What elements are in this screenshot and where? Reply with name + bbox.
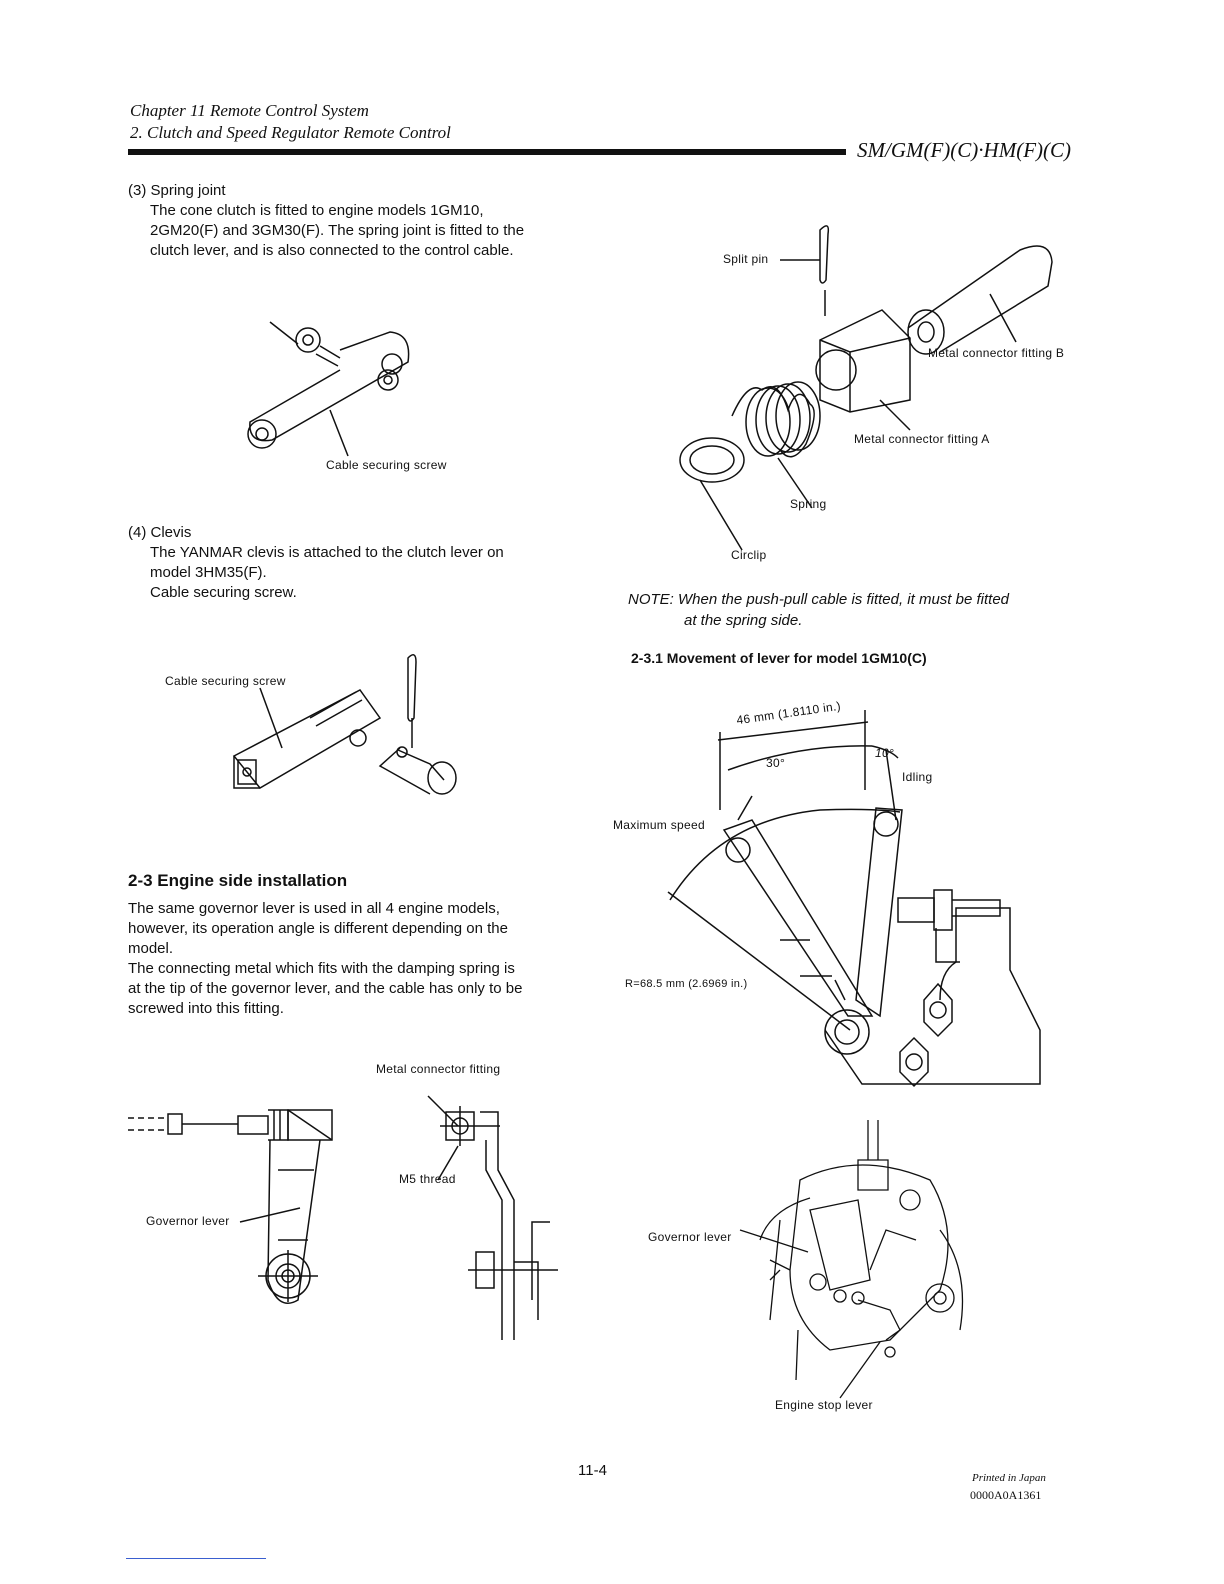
circlip-label: Circlip — [731, 548, 767, 562]
clevis-text: The YANMAR clevis is attached to the clu… — [128, 543, 578, 603]
text-line: 2GM20(F) and 3GM30(F). The spring joint … — [150, 222, 525, 239]
footnote-rule — [126, 1558, 266, 1559]
governor-assembly-figure — [740, 1120, 980, 1400]
angle-10-label: 10° — [875, 746, 895, 760]
text-line: model. — [128, 940, 174, 957]
max-speed-label: Maximum speed — [613, 818, 705, 832]
chapter-title: Chapter 11 Remote Control System 2. Clut… — [130, 100, 451, 144]
split-pin-label: Split pin — [723, 252, 769, 266]
spring-joint-figure — [240, 310, 440, 460]
text-line: however, its operation angle is differen… — [128, 920, 508, 937]
header-rule — [128, 149, 846, 155]
fitting-a-label: Metal connector fitting A — [854, 432, 990, 446]
exploded-connector-figure — [660, 220, 1070, 550]
angle-30-label: 30° — [766, 756, 786, 770]
page-number: 11-4 — [578, 1462, 607, 1479]
document-code: 0000A0A1361 — [970, 1488, 1042, 1502]
text-line: clutch lever, and is also connected to t… — [150, 242, 514, 259]
clevis-section: (4) Clevis The YANMAR clevis is attached… — [128, 523, 578, 603]
spring-joint-heading: (3) Spring joint — [128, 182, 226, 199]
text-line: Cable securing screw. — [150, 584, 297, 601]
spring-label: Spring — [790, 497, 827, 511]
model-range: SM/GM(F)(C)·HM(F)(C) — [857, 138, 1072, 162]
text-line: at the tip of the governor lever, and th… — [128, 980, 523, 997]
governor-lever-label-2: Governor lever — [648, 1230, 732, 1244]
chapter-line: Chapter 11 Remote Control System — [130, 101, 369, 120]
text-line: model 3HM35(F). — [150, 564, 267, 581]
text-line: The YANMAR clevis is attached to the clu… — [150, 544, 504, 561]
fitting-b-label: Metal connector fitting B — [928, 346, 1065, 360]
governor-lever-figure — [128, 1090, 568, 1350]
lever-movement-diagram — [640, 700, 1060, 1090]
section-line: 2. Clutch and Speed Regulator Remote Con… — [130, 123, 451, 142]
metal-connector-label: Metal connector fitting — [376, 1062, 501, 1076]
radius-label: R=68.5 mm (2.6969 in.) — [625, 978, 748, 990]
clevis-heading: (4) Clevis — [128, 524, 192, 541]
cable-screw-label-2: Cable securing screw — [165, 674, 286, 688]
printed-in-japan: Printed in Japan — [972, 1472, 1046, 1484]
text-line: The same governor lever is used in all 4… — [128, 900, 500, 917]
idling-label: Idling — [902, 770, 933, 784]
engine-side-heading: 2-3 Engine side installation — [128, 871, 348, 890]
governor-lever-label-1: Governor lever — [146, 1214, 230, 1228]
spring-joint-section: (3) Spring joint The cone clutch is fitt… — [128, 181, 578, 261]
text-line: The cone clutch is fitted to engine mode… — [150, 202, 484, 219]
movement-heading: 2-3.1 Movement of lever for model 1GM10(… — [631, 650, 927, 666]
note: NOTE: When the push-pull cable is fitted… — [628, 589, 1009, 631]
note-line-2: at the spring side. — [684, 612, 803, 629]
note-line-1: NOTE: When the push-pull cable is fitted… — [628, 591, 1010, 608]
clevis-figure — [230, 648, 470, 808]
engine-side-text: The same governor lever is used in all 4… — [128, 899, 578, 1019]
cable-screw-label-1: Cable securing screw — [326, 458, 447, 472]
text-line: screwed into this fitting. — [128, 1000, 284, 1017]
text-line: The connecting metal which fits with the… — [128, 960, 515, 977]
engine-stop-lever-label: Engine stop lever — [775, 1398, 873, 1412]
spring-joint-text: The cone clutch is fitted to engine mode… — [128, 201, 578, 261]
